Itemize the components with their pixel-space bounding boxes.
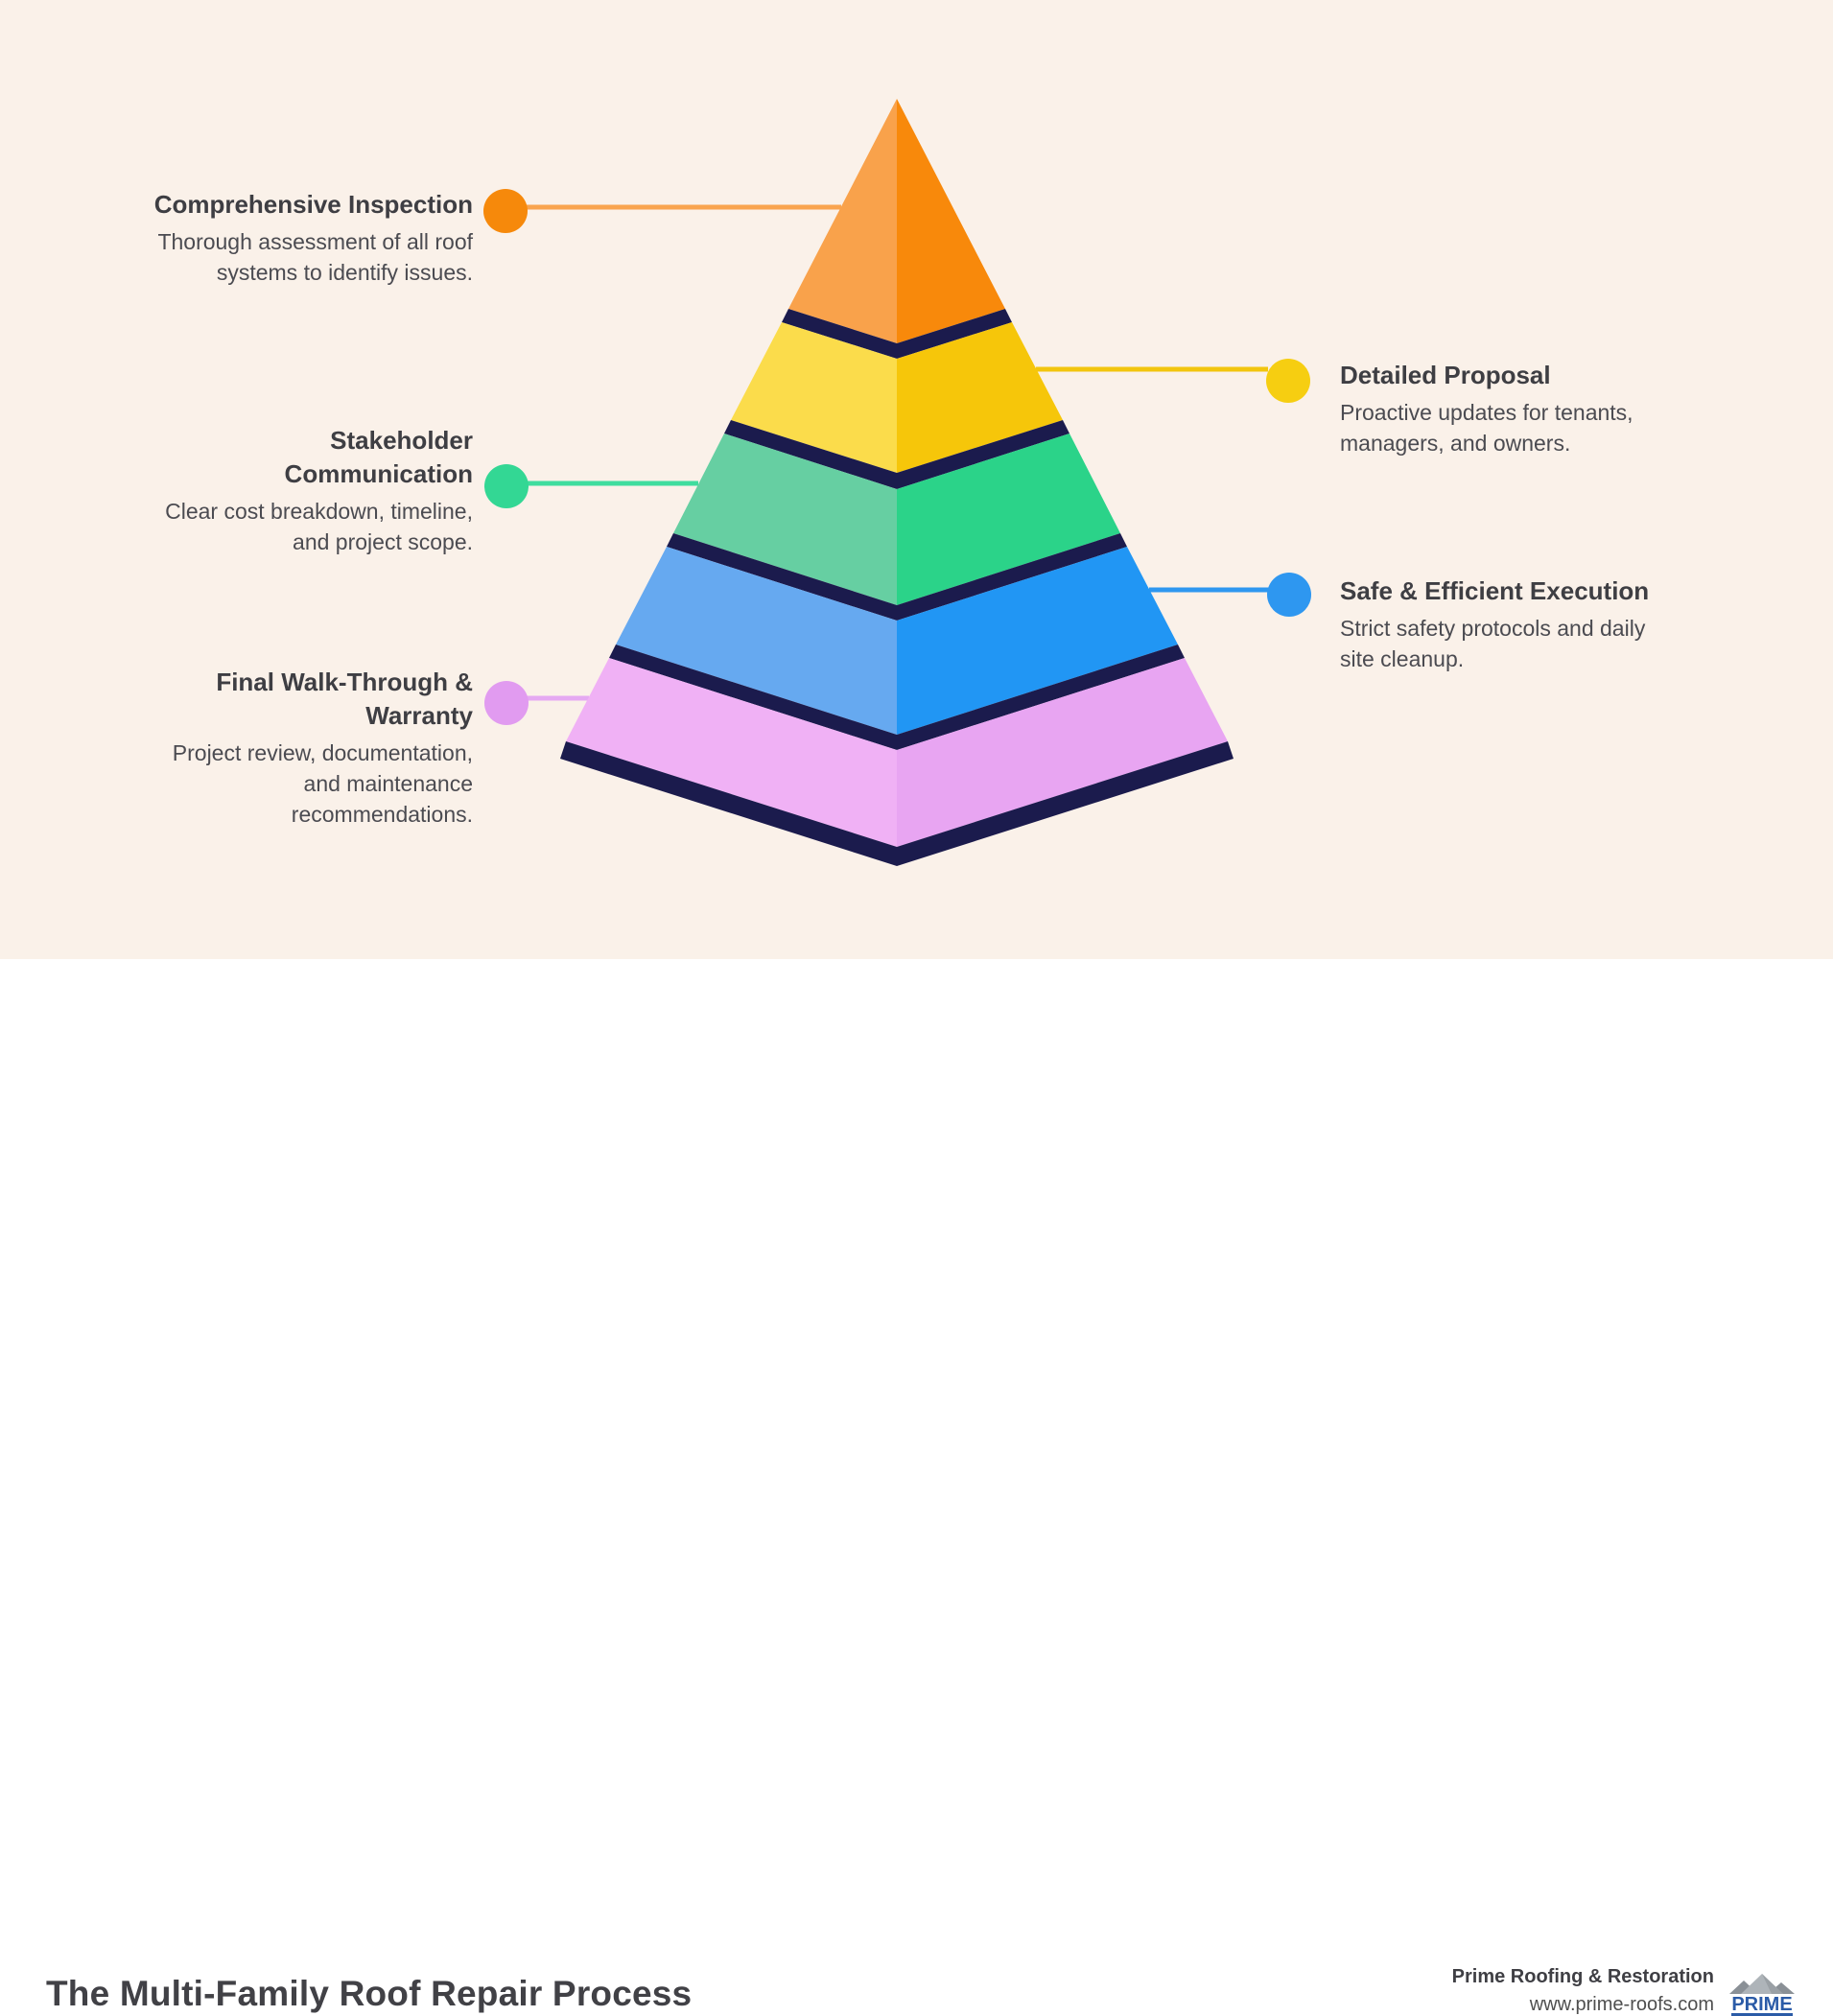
tier-execution-right-face: [897, 547, 1178, 735]
footer-band: The Multi-Family Roof Repair Process Pri…: [0, 959, 1833, 2016]
infographic-canvas: Comprehensive Inspection Thorough assess…: [0, 0, 1833, 959]
connector-dot-execution: [1267, 573, 1311, 617]
step-title: Stakeholder Communication: [284, 426, 473, 489]
tier-execution-left-face: [616, 547, 897, 735]
tier-proposal-right-face: [897, 322, 1063, 473]
step-detailed-proposal: Detailed Proposal Proactive updates for …: [1340, 359, 1743, 459]
tier-inspection-right-face: [897, 99, 1005, 343]
tier-inspection-left-face: [788, 99, 897, 343]
step-description: Project review, documentation, and maint…: [172, 740, 473, 827]
step-safe-efficient-execution: Safe & Efficient Execution Strict safety…: [1340, 574, 1743, 675]
page-title: The Multi-Family Roof Repair Process: [46, 1974, 693, 2013]
step-description: Proactive updates for tenants, managers,…: [1340, 400, 1633, 456]
step-comprehensive-inspection: Comprehensive Inspection Thorough assess…: [70, 188, 473, 289]
tier-separator-2: [724, 420, 1069, 489]
brand-name: Prime Roofing & Restoration: [1451, 1966, 1714, 1987]
tier-warranty-left-face: [566, 658, 897, 847]
step-title: Comprehensive Inspection: [153, 190, 473, 219]
brand-block: Prime Roofing & Restoration www.prime-ro…: [1452, 1966, 1714, 2016]
tier-proposal-left-face: [731, 322, 897, 473]
step-description: Strict safety protocols and daily site c…: [1340, 616, 1646, 671]
step-title: Safe & Efficient Execution: [1340, 576, 1650, 605]
step-stakeholder-communication: Stakeholder Communication Clear cost bre…: [70, 424, 473, 558]
connector-dot-inspection: [483, 189, 528, 233]
step-description: Clear cost breakdown, timeline, and proj…: [165, 499, 473, 554]
step-final-walkthrough-warranty: Final Walk-Through & Warranty Project re…: [70, 666, 473, 830]
tier-communication-right-face: [897, 434, 1120, 605]
step-title: Final Walk-Through & Warranty: [216, 668, 473, 731]
brand-website: www.prime-roofs.com: [1529, 1994, 1714, 2015]
tier-separator-1: [782, 309, 1012, 359]
connector-dot-proposal: [1266, 359, 1310, 403]
logo-wordmark: PRIME: [1731, 1994, 1792, 2015]
step-description: Thorough assessment of all roof systems …: [157, 229, 473, 285]
connector-dot-communication: [484, 464, 529, 508]
connector-dot-warranty: [484, 681, 529, 725]
pyramid-diagram: [483, 99, 1311, 866]
step-title: Detailed Proposal: [1340, 361, 1551, 389]
tier-communication-left-face: [673, 434, 897, 605]
prime-logo: PRIME: [1729, 1974, 1795, 2016]
tier-warranty-right-face: [897, 658, 1228, 847]
